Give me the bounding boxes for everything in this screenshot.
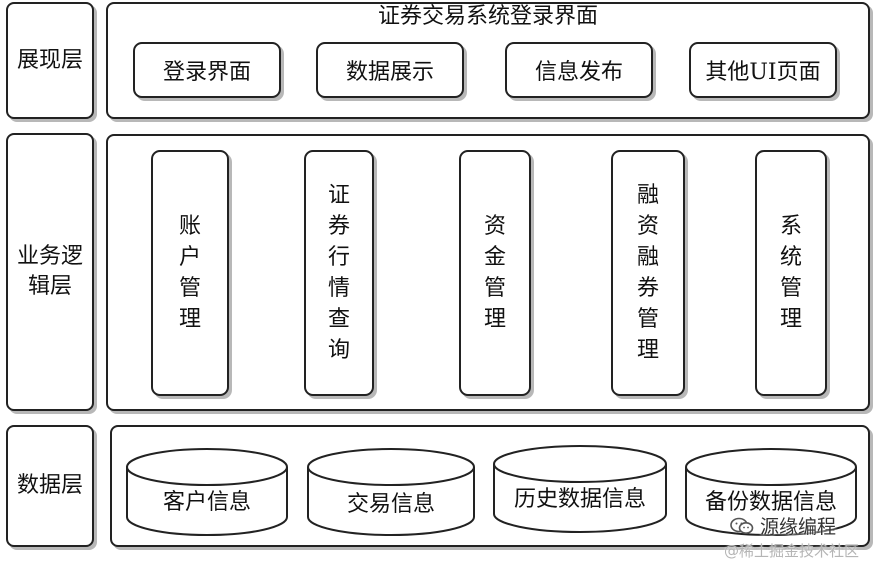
database-cylinder-icon	[307, 448, 475, 536]
store-customer-info: 客户信息	[126, 448, 288, 536]
module-margin-trading-management: 融资 融券 管理	[611, 150, 685, 396]
module-funds-management: 资金 管理	[459, 150, 531, 396]
database-cylinder-icon	[493, 445, 667, 533]
database-cylinder-icon	[685, 448, 857, 536]
store-transaction-info-label: 交易信息	[346, 492, 435, 517]
module-account-management: 账户 管理	[151, 150, 229, 396]
page-other-ui-label: 其他UI页面	[705, 60, 821, 85]
store-transaction-info: 交易信息	[307, 448, 475, 536]
page-data-display: 数据展示	[316, 42, 464, 98]
module-securities-quote-query-label: 证券 行情 查询	[327, 183, 350, 363]
page-other-ui: 其他UI页面	[689, 42, 837, 98]
store-backup-data: 备份数据信息	[685, 448, 857, 536]
page-login: 登录界面	[133, 42, 281, 98]
business-layer-label-text: 业务逻辑层	[16, 244, 83, 299]
data-layer-label-text: 数据层	[16, 473, 83, 498]
module-system-management: 系统 管理	[755, 150, 827, 396]
presentation-layer-title: 证券交易系统登录界面	[377, 4, 598, 29]
store-historical-data: 历史数据信息	[493, 445, 667, 533]
module-securities-quote-query: 证券 行情 查询	[304, 150, 374, 396]
juejin-watermark: @稀土掘金技术社区	[724, 542, 860, 560]
page-data-display-label: 数据展示	[345, 60, 434, 85]
page-info-publish-label: 信息发布	[534, 60, 623, 85]
wechat-icon	[730, 517, 754, 535]
page-login-label: 登录界面	[162, 60, 251, 85]
business-layer-label: 业务逻辑层	[6, 133, 94, 411]
module-margin-trading-management-label: 融资 融券 管理	[636, 183, 659, 363]
wechat-watermark: 源缘编程	[730, 512, 836, 539]
store-customer-info-label: 客户信息	[162, 490, 251, 515]
presentation-layer-label-text: 展现层	[16, 47, 83, 73]
database-cylinder-icon	[126, 448, 288, 536]
store-historical-data-label: 历史数据信息	[513, 487, 646, 512]
watermark-brand: 源缘编程	[760, 516, 837, 538]
data-layer-label: 数据层	[6, 425, 94, 547]
store-backup-data-label: 备份数据信息	[704, 490, 837, 515]
presentation-layer-label: 展现层	[6, 2, 94, 119]
module-account-management-label: 账户 管理	[178, 214, 201, 332]
page-info-publish: 信息发布	[505, 42, 653, 98]
module-system-management-label: 系统 管理	[779, 214, 802, 332]
module-funds-management-label: 资金 管理	[483, 214, 506, 332]
